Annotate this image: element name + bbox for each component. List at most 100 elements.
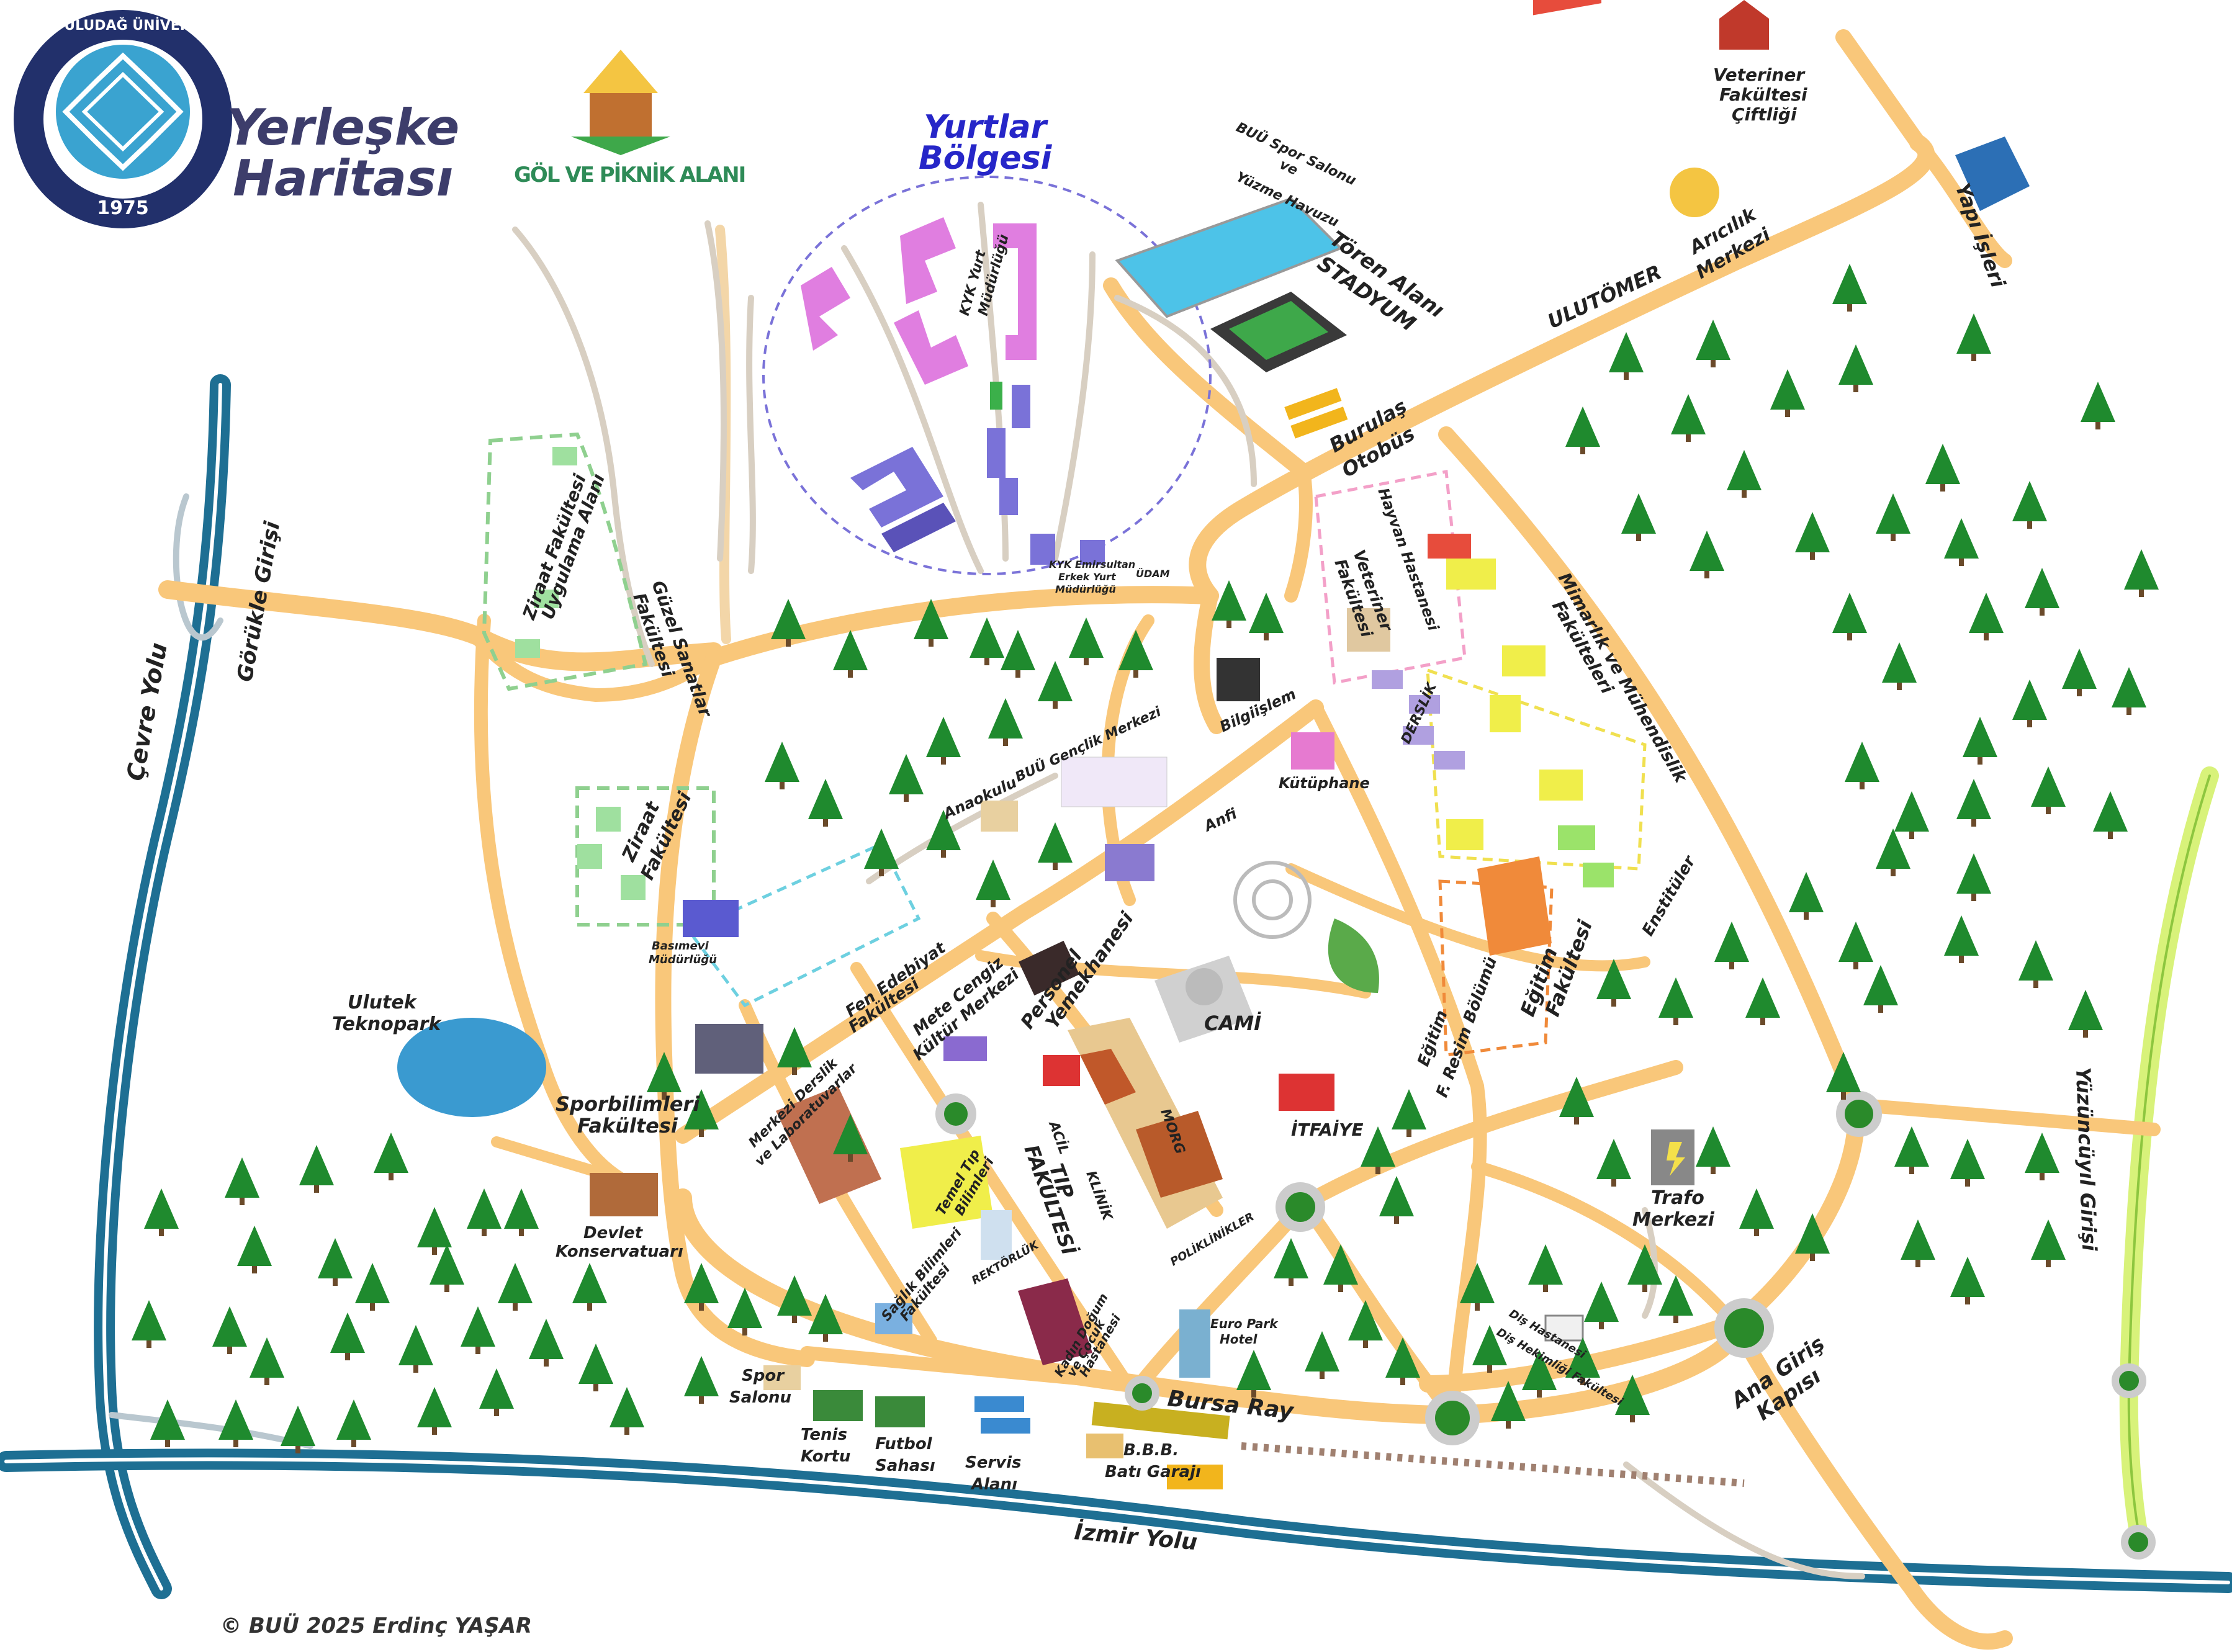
university-logo: [14, 10, 232, 228]
tree-trunk: [432, 1247, 437, 1255]
tree-icon: [330, 1313, 365, 1353]
label-ulutek-2: Teknopark: [332, 1013, 442, 1035]
label-servis-2: Alanı: [970, 1475, 1017, 1494]
label-bbb-2: Batı Garajı: [1105, 1463, 1201, 1481]
tree-trunk: [1785, 410, 1790, 417]
tree-trunk: [333, 1278, 338, 1286]
tree-trunk: [1891, 534, 1896, 541]
tree-trunk: [1264, 633, 1269, 640]
tree-trunk: [786, 639, 791, 647]
tree-icon: [1696, 1126, 1730, 1167]
lightning-icon: [1667, 1142, 1685, 1176]
tree-trunk: [1810, 1254, 1815, 1261]
dorm-region[interactable]: [762, 176, 1212, 575]
tree-icon: [1925, 444, 1960, 484]
tree-icon: [647, 1052, 682, 1092]
tree-trunk: [1940, 484, 1945, 492]
tree-trunk: [1810, 552, 1815, 560]
label-futbol-2: Sahası: [875, 1457, 935, 1475]
tree-icon: [1596, 959, 1631, 999]
bbb-garage: [1086, 1434, 1123, 1458]
tree-icon: [1838, 344, 1873, 385]
tree-trunk: [295, 1446, 300, 1453]
tree-icon: [1770, 369, 1805, 410]
tree-icon: [225, 1157, 259, 1198]
tree-icon: [1690, 531, 1724, 571]
highway-cevre-yolu[interactable]: [94, 374, 231, 1599]
bus-icon-garage: [1167, 1465, 1223, 1489]
tree-trunk: [165, 1440, 170, 1447]
green-zone-fields: [515, 447, 646, 900]
label-trafo-2: Merkezi: [1632, 1209, 1715, 1231]
tree-icon: [1969, 593, 2004, 633]
tree-icon: [2018, 940, 2053, 981]
tree-icon: [1522, 1350, 1557, 1390]
tree-trunk: [848, 1154, 853, 1162]
map-title-line2: Haritası: [233, 150, 454, 207]
tree-icon: [777, 1027, 812, 1067]
label-vet-farm-1: Veteriner: [1713, 65, 1806, 85]
central-plaza: [1233, 861, 1379, 993]
tree-trunk: [1878, 1005, 1883, 1013]
trees: [132, 264, 2159, 1453]
tree-icon: [1826, 1052, 1861, 1092]
tree-icon: [461, 1306, 495, 1347]
teknopark-building: [397, 1018, 546, 1117]
tree-icon: [2025, 1133, 2059, 1173]
label-servis-1: Servis: [965, 1453, 1022, 1472]
tree-trunk: [1475, 1303, 1480, 1311]
youth-center-area: [1061, 756, 1168, 807]
tree-trunk: [314, 1185, 319, 1193]
tree-trunk: [2077, 689, 2082, 696]
tree-trunk: [2027, 720, 2032, 727]
derslik-buildings: [1372, 670, 1465, 770]
tree-trunk: [1251, 1390, 1256, 1398]
tree-icon: [1956, 853, 1991, 894]
maternity-hospital: [1018, 1278, 1092, 1365]
tree-icon: [926, 717, 961, 757]
tree-icon: [684, 1089, 719, 1129]
football-field: [875, 1396, 925, 1427]
tree-trunk: [432, 1427, 437, 1435]
tree-icon: [1944, 915, 1979, 956]
tree-trunk: [1133, 670, 1138, 678]
tree-icon: [1894, 791, 1929, 832]
health-sciences-building: [875, 1303, 912, 1334]
tree-icon: [808, 779, 843, 819]
tree-icon: [1832, 264, 1867, 304]
tree-trunk: [1289, 1278, 1294, 1286]
emergency-building: [1043, 1055, 1080, 1086]
tree-trunk: [1704, 571, 1709, 578]
tree-trunk: [345, 1353, 350, 1360]
tree-icon: [1621, 493, 1656, 534]
tree-icon: [771, 599, 806, 639]
tree-icon: [1274, 1238, 1308, 1278]
tree-icon: [1559, 1077, 1594, 1117]
tree-trunk: [848, 670, 853, 678]
tree-trunk: [389, 1173, 394, 1180]
tree-trunk: [1804, 912, 1809, 920]
label-udam: ÜDAM: [1136, 568, 1170, 580]
tree-trunk: [1673, 1316, 1678, 1323]
roundabouts[interactable]: [935, 1091, 2156, 1560]
tree-icon: [1795, 1213, 1830, 1254]
tree-trunk: [2083, 1030, 2088, 1038]
label-enstituler: Enstitüler: [1639, 851, 1700, 939]
tree-icon: [1565, 1337, 1600, 1378]
dorm-region-title-line1: Yurtlar: [924, 109, 1047, 146]
gazebo-icon: [571, 50, 670, 155]
roundabout-5: [1714, 1298, 1774, 1358]
tree-trunk: [2040, 608, 2045, 616]
tree-trunk: [1574, 1117, 1579, 1125]
roundabout-1: [935, 1093, 976, 1134]
label-tenis-1: Tenis: [801, 1425, 847, 1444]
dorm-region-title-line2: Bölgesi: [919, 140, 1052, 177]
buildings[interactable]: [397, 0, 2030, 1489]
swimming-pool-building: [1115, 197, 1343, 318]
map-title-line1: Yerleşke: [227, 99, 460, 156]
label-kyk-emir-3: Müdürlüğü: [1055, 583, 1116, 595]
tree-icon: [144, 1188, 179, 1229]
tree-icon: [1565, 406, 1600, 447]
tree-trunk: [146, 1340, 151, 1348]
tree-icon: [1714, 922, 1749, 962]
